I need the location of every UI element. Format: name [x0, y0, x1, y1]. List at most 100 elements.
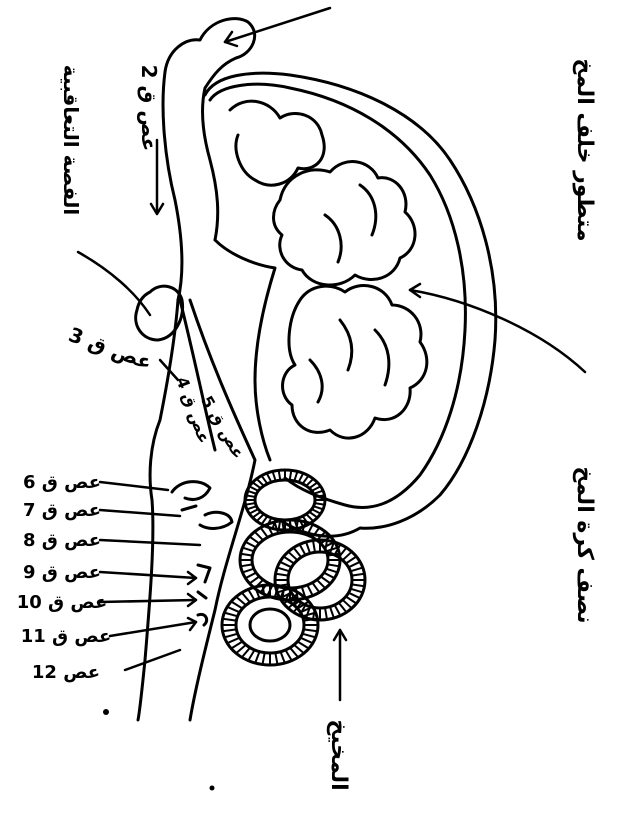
stray-dot — [103, 709, 109, 715]
label-nerve-10: عص ق 10 — [17, 592, 108, 613]
hatch-stroke — [280, 562, 292, 568]
olfactory-bulb — [165, 19, 255, 240]
hatch-stroke — [350, 589, 362, 593]
hatch-stroke — [257, 514, 264, 521]
hatch-stroke — [242, 648, 250, 658]
pointer-rear-brain — [225, 8, 330, 42]
hatch-stroke — [284, 557, 295, 564]
label-cerebellum: المخيخ — [326, 719, 351, 790]
cerebellum-coil-9 — [250, 609, 290, 641]
olfactory-stalk — [163, 72, 182, 300]
pointer-cerebral-hemisphere — [410, 290, 585, 372]
hatch-stroke — [276, 574, 289, 576]
nerve-root-11 — [198, 614, 207, 625]
hatch-stroke — [224, 634, 237, 638]
hatch-stroke — [317, 580, 326, 589]
hatch-stroke — [242, 569, 254, 573]
hatch-stroke — [224, 613, 237, 617]
label-nerve-11: عص ق 11 — [21, 626, 112, 647]
gyrus-6 — [340, 320, 352, 370]
gyrus-2 — [274, 162, 416, 285]
nerve-roots — [172, 482, 232, 625]
hatch-stroke — [306, 514, 313, 521]
hatch-stroke — [248, 650, 254, 661]
hatch-stroke — [314, 506, 324, 509]
hatch-stroke — [255, 532, 264, 541]
pointer-nerve-8 — [100, 540, 200, 545]
hatch-stroke — [253, 482, 261, 488]
hatch-stroke — [262, 476, 268, 484]
hatch-stroke — [299, 473, 304, 482]
nerve-root-9 — [198, 565, 210, 582]
hatch-stroke — [231, 602, 242, 609]
hatch-stroke — [249, 509, 258, 513]
hatch-stroke — [302, 634, 315, 638]
hatch-stroke — [227, 638, 240, 644]
hatch-stroke — [242, 593, 250, 603]
gyrus-3 — [283, 286, 427, 439]
gyrus-5 — [325, 215, 341, 262]
hatch-stroke — [349, 562, 361, 568]
gyrus-1 — [230, 101, 324, 185]
hatch-stroke — [236, 645, 246, 654]
hatch-stroke — [300, 544, 306, 555]
hatch-stroke — [325, 608, 327, 620]
hatch-stroke — [326, 569, 338, 573]
label-nerve-12: عص 12 — [32, 662, 100, 683]
hatch-stroke — [257, 479, 264, 486]
hatch-stroke — [304, 629, 318, 631]
pointer-nerve-11 — [110, 622, 196, 636]
pointer-nerve-9 — [100, 572, 196, 578]
hatch-stroke — [298, 642, 309, 649]
hatch-stroke — [253, 512, 261, 518]
hatch-stroke — [321, 577, 331, 584]
hatch-stroke — [309, 482, 317, 488]
hatch-stroke — [275, 653, 277, 665]
label-olfactory-nerve: عص ق 2 — [137, 65, 161, 152]
brainstem-right — [190, 300, 255, 720]
hatch-stroke — [346, 597, 357, 604]
hatch-stroke — [349, 593, 361, 599]
hatch-stroke — [267, 473, 272, 482]
hatch-stroke — [312, 509, 321, 513]
hatch-stroke — [231, 642, 242, 649]
hatch-stroke — [242, 548, 254, 552]
hatch-stroke — [303, 476, 309, 484]
label-nerve-8: عص ق 8 — [23, 530, 101, 551]
pointer-nerve-7 — [100, 510, 180, 516]
pointer-nerve-6 — [100, 482, 168, 490]
gyrus-4 — [360, 185, 376, 235]
hatch-stroke — [248, 589, 254, 600]
hatch-stroke — [343, 552, 352, 561]
label-nerve-6: عص ق 6 — [23, 472, 101, 493]
brain-outer-boundary — [205, 73, 496, 536]
hatch-stroke — [249, 486, 258, 491]
hatch-stroke — [350, 568, 362, 572]
hatch-stroke — [313, 541, 315, 553]
label-nerve-9: عص ق 9 — [23, 562, 101, 583]
hatch-stroke — [277, 568, 289, 572]
hatch-stroke — [294, 645, 304, 654]
hatch-stroke — [279, 470, 281, 480]
hatch-stroke — [339, 603, 347, 613]
hatch-stroke — [245, 573, 256, 579]
hatch-stroke — [324, 573, 335, 579]
hatch-stroke — [314, 491, 324, 494]
hatch-stroke — [255, 652, 259, 663]
pointer-nerve-12 — [125, 650, 180, 670]
hatch-stroke — [245, 542, 256, 548]
hatch-stroke — [294, 472, 297, 482]
hatch-stroke — [250, 537, 260, 544]
hatch-stroke — [263, 653, 265, 665]
label-nerve-7: عص ق 7 — [23, 500, 101, 521]
gyrus-8 — [310, 360, 322, 402]
hatch-stroke — [309, 512, 317, 518]
hatch-stroke — [223, 619, 237, 621]
hatch-stroke — [285, 650, 291, 661]
hatch-stroke — [250, 577, 260, 584]
hatch-stroke — [306, 542, 310, 553]
hatch-stroke — [328, 564, 340, 566]
hatch-stroke — [330, 607, 334, 618]
hatch-stroke — [343, 600, 352, 609]
